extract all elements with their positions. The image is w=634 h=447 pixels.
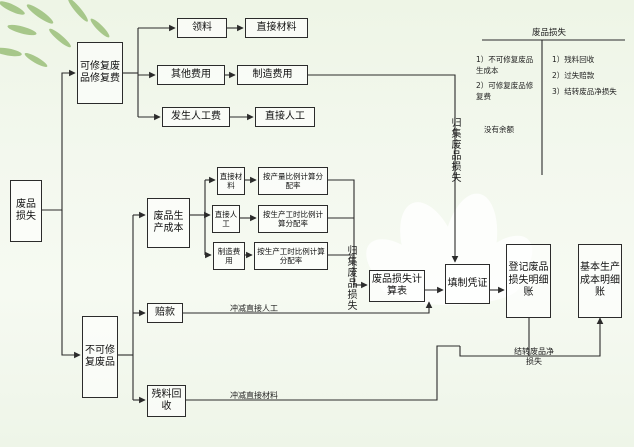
labor-incurred: 发生人工费 xyxy=(162,107,230,127)
willow-leaves-decoration xyxy=(0,0,110,67)
t-account-title: 废品损失 xyxy=(532,28,567,38)
collect-loss-label-right: 归集废品损失 xyxy=(451,118,462,184)
allocation-by-hours-overhead: 按生产工时比例计算分配率 xyxy=(254,242,328,270)
offset-direct-labor-label: 冲减直接人工 xyxy=(230,304,278,313)
repairable-repair-cost: 可修复废品修复费 xyxy=(77,42,123,104)
manufacturing-overhead-small: 制造费用 xyxy=(213,242,245,270)
transfer-net-loss-label: 结转废品净损失 xyxy=(514,347,554,366)
compensation: 赔款 xyxy=(147,303,183,323)
basic-production-cost-ledger: 基本生产成本明细账 xyxy=(578,244,622,318)
other-costs: 其他费用 xyxy=(157,65,225,85)
collect-loss-label-left: 归集废品损失 xyxy=(347,246,358,312)
offset-direct-materials-label: 冲减直接材料 xyxy=(230,391,278,400)
t-account-debit-1: 1）不可修复废品生成本 xyxy=(476,55,534,75)
direct-labor: 直接人工 xyxy=(255,107,315,127)
materials-requisition: 领料 xyxy=(177,18,227,38)
t-account-debit-2: 2）可修复废品修复费 xyxy=(476,81,534,101)
scrap-loss-calculation-sheet: 废品损失计算表 xyxy=(369,270,425,302)
direct-labor-small: 直接人工 xyxy=(212,205,240,233)
scrap-production-cost: 废品生产成本 xyxy=(147,198,190,248)
t-account-credit-1: 1）残料回收 xyxy=(552,55,595,64)
scrap-loss-root: 废品损失 xyxy=(10,180,42,242)
t-account-credit-2: 2）过失赔款 xyxy=(552,71,595,80)
manufacturing-overhead: 制造费用 xyxy=(237,65,308,85)
direct-materials-small: 直接材料 xyxy=(217,167,245,195)
unrepairable-scrap: 不可修复废品 xyxy=(82,316,118,398)
salvage-recovery: 残料回收 xyxy=(147,385,186,417)
t-account-balance: 没有余额 xyxy=(484,125,514,134)
t-account-credit-3: 3）结转废品净损失 xyxy=(552,87,617,96)
allocation-by-hours-labor: 按生产工时比例计算分配率 xyxy=(258,205,328,233)
prepare-voucher: 填制凭证 xyxy=(445,264,490,304)
direct-materials: 直接材料 xyxy=(245,18,308,38)
scrap-loss-ledger: 登记废品损失明细账 xyxy=(506,244,551,318)
allocation-by-output: 按产量比例计算分配率 xyxy=(258,167,328,195)
